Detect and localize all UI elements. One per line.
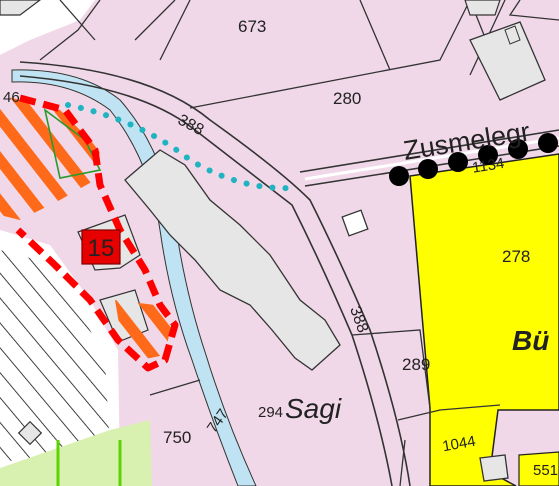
street-zusmelegr-edge	[299, 129, 559, 173]
parcel-label-673: 673	[238, 17, 266, 36]
parcel-label-750: 750	[163, 428, 191, 447]
building-south-west	[17, 420, 43, 446]
parcel-label-289: 289	[402, 355, 430, 374]
hazard-area-south	[115, 300, 172, 360]
parcel-boundaries	[39, 0, 559, 486]
place-name-sagi: Sagi	[285, 393, 342, 424]
building-top-middle	[464, 0, 501, 16]
green-boundary	[43, 108, 102, 179]
building-sagi	[124, 149, 341, 371]
building-top-left	[0, 0, 41, 16]
stream	[11, 69, 257, 486]
protection-zone-border	[15, 94, 179, 372]
building-north-east	[469, 21, 546, 101]
green-zone-area	[0, 420, 152, 486]
building-south	[479, 454, 509, 482]
parcel-label-278: 278	[502, 247, 530, 266]
parcel-label-294: 294	[258, 404, 283, 421]
building-small-square	[341, 209, 369, 237]
commercial-zone-bottom	[518, 451, 559, 486]
road-388-inner	[19, 75, 393, 486]
dotted-boundary-line	[65, 102, 295, 192]
hazard-area-north	[0, 95, 100, 220]
parcel-label-551: 551	[533, 462, 558, 479]
parcel-label-280: 280	[333, 89, 361, 108]
road-number-1134: 1134	[471, 155, 506, 177]
road-388-outer	[19, 61, 411, 486]
zone-marker-label: 15	[88, 235, 115, 262]
place-name-bue: Bü	[512, 325, 549, 356]
zone-marker-15[interactable]: 15	[81, 229, 121, 265]
parcel-label-46: 46	[3, 89, 20, 106]
marker-dots	[389, 133, 558, 186]
parcel-label-1044: 1044	[441, 433, 477, 456]
hatched-area-west-lines	[0, 250, 110, 462]
